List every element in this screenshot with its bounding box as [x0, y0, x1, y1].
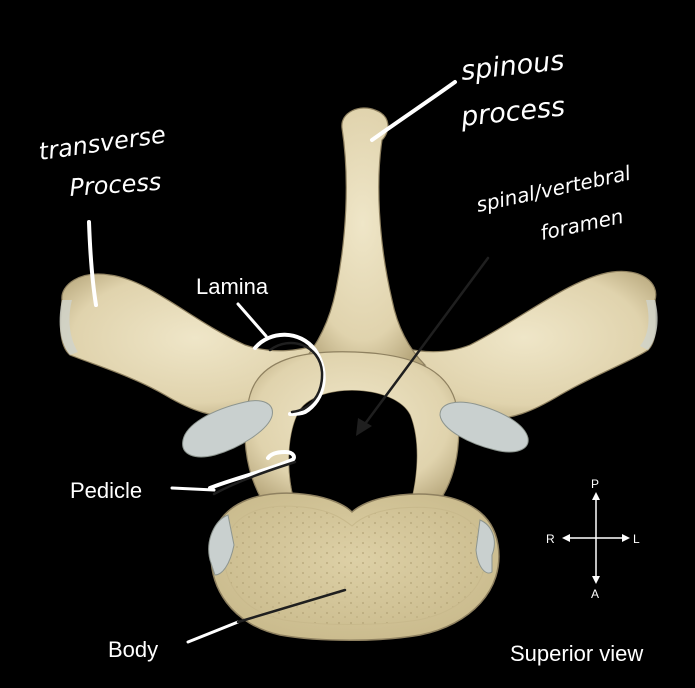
compass-label-right: L — [633, 532, 640, 546]
pedicle-bracket — [208, 449, 296, 490]
vertebra-illustration — [59, 107, 658, 641]
transverse-process-label-line2: Process — [68, 168, 162, 202]
pedicle-pointer — [170, 486, 216, 492]
compass-label-down: A — [591, 587, 599, 601]
spinous-process-shape — [298, 107, 427, 366]
left-body-facet — [208, 514, 235, 576]
lamina-label: Lamina — [196, 274, 269, 299]
left-superior-facet — [182, 400, 273, 458]
pedicle-dark-bracket — [212, 460, 297, 496]
lamina-bracket — [253, 332, 326, 416]
foramen-arrowhead — [356, 418, 372, 436]
leader-lines — [212, 256, 490, 624]
body-label: Body — [108, 637, 158, 662]
view-label: Superior view — [510, 641, 643, 666]
compass-arrow-down — [592, 576, 600, 584]
pedicle-label: Pedicle — [70, 478, 142, 503]
vertebral-body-texture — [223, 505, 487, 625]
compass-arrow-right — [622, 534, 630, 542]
body-dark-leader — [236, 588, 347, 624]
lamina-pointer — [236, 302, 268, 338]
spinous-process-pointer — [370, 80, 457, 142]
compass-label-left: R — [546, 532, 555, 546]
orientation-compass: P A R L — [546, 477, 640, 601]
lamina-dark-bracket — [268, 341, 324, 414]
foramen-arrow-line — [360, 256, 490, 430]
compass-label-up: P — [591, 477, 599, 491]
vertebral-foramen — [289, 390, 417, 505]
annotation-lines — [87, 80, 457, 644]
right-transverse-tip — [640, 300, 658, 350]
transverse-process-pointer — [87, 220, 98, 307]
left-transverse-tip — [59, 300, 78, 355]
body-pointer — [186, 620, 240, 644]
compass-arrow-left — [562, 534, 570, 542]
right-superior-facet — [439, 401, 529, 453]
compass-arrow-up — [592, 492, 600, 500]
right-body-facet — [475, 519, 495, 574]
